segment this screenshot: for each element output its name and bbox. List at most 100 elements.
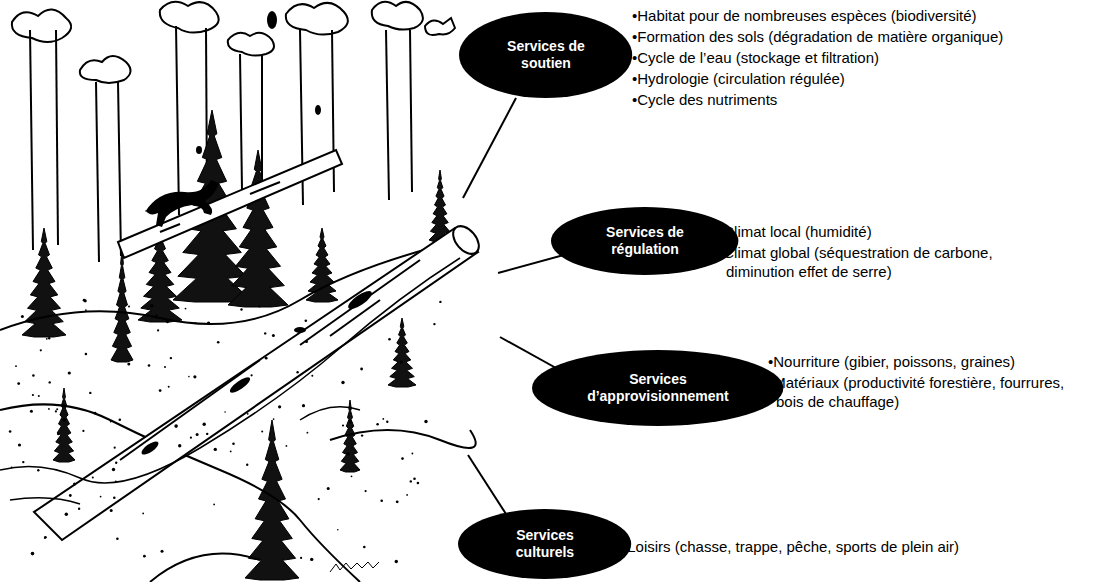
service-ellipse: Services de régulation bbox=[551, 207, 738, 275]
stipple-dot bbox=[78, 508, 80, 510]
stipple-dot bbox=[217, 341, 220, 344]
bullet-text: •Climat global (séquestration de carbone… bbox=[718, 243, 1048, 281]
stipple-dot bbox=[264, 332, 266, 334]
bullet-text: •Cycle des nutriments bbox=[632, 90, 1107, 109]
bullet-text: •Loisirs (chasse, trappe, pêche, sports … bbox=[622, 537, 1107, 556]
stipple-dot bbox=[56, 408, 58, 410]
tree-holes-part bbox=[315, 105, 321, 115]
stipple-dot bbox=[410, 480, 412, 482]
service-name: Services de soutien bbox=[491, 38, 601, 72]
stipple-dot bbox=[206, 433, 208, 435]
stipple-dot bbox=[127, 362, 130, 365]
tree-trunks-part bbox=[240, 54, 242, 190]
log-knots-part bbox=[346, 288, 375, 312]
leader-lines-part bbox=[463, 98, 516, 198]
canopy-part bbox=[372, 2, 423, 30]
stipple-dot bbox=[272, 334, 275, 337]
bullet-text: •Formation des sols (dégradation de mati… bbox=[632, 27, 1107, 46]
stipple-dot bbox=[232, 443, 235, 446]
stipple-dot bbox=[213, 504, 215, 506]
spruce-tree bbox=[429, 170, 451, 242]
stipple-dot bbox=[302, 404, 305, 407]
stipple-dot bbox=[159, 389, 162, 392]
stipple-dots bbox=[9, 299, 442, 563]
canopy-part bbox=[12, 9, 71, 42]
leader-lines bbox=[463, 98, 582, 514]
stipple-dot bbox=[424, 420, 427, 423]
artist-signature-part bbox=[330, 562, 379, 572]
stipple-dot bbox=[17, 382, 20, 385]
stipple-dot bbox=[148, 364, 151, 367]
stipple-dot bbox=[73, 483, 76, 486]
stipple-dot bbox=[110, 509, 113, 512]
stipple-dot bbox=[44, 536, 47, 539]
canopy-part bbox=[80, 56, 131, 83]
leaning-log-part bbox=[160, 224, 180, 232]
stipple-dot bbox=[382, 418, 384, 420]
stipple-dot bbox=[439, 301, 441, 303]
stipple-dot bbox=[258, 305, 260, 307]
stipple-dot bbox=[224, 411, 226, 413]
stipple-dot bbox=[401, 457, 404, 460]
stipple-dot bbox=[174, 424, 178, 428]
log-knots-part bbox=[140, 439, 161, 457]
marten bbox=[145, 180, 219, 227]
stipple-dot bbox=[11, 466, 13, 468]
stipple-dot bbox=[18, 443, 21, 446]
stipple-dot bbox=[44, 537, 46, 539]
stipple-dot bbox=[128, 306, 130, 308]
leaning-log-part bbox=[250, 182, 280, 194]
stipple-dot bbox=[143, 555, 146, 558]
leaning-log-part bbox=[118, 150, 342, 258]
stipple-dot bbox=[115, 480, 117, 482]
spruce-tree bbox=[111, 250, 133, 362]
marten-part bbox=[145, 180, 219, 227]
stipple-dot bbox=[363, 546, 366, 549]
stipple-dot bbox=[113, 497, 116, 500]
stipple-dot bbox=[190, 437, 192, 439]
canopy-part bbox=[228, 33, 274, 56]
service-name: Services culturels bbox=[490, 527, 600, 561]
tree-trunks-part bbox=[56, 30, 58, 245]
bullet-list: •Climat local (humidité) •Climat global (… bbox=[718, 222, 1048, 283]
stipple-dot bbox=[46, 338, 48, 340]
stipple-dot bbox=[433, 323, 435, 325]
stipple-dot bbox=[386, 421, 388, 423]
leaning-log bbox=[118, 150, 342, 258]
stipple-dot bbox=[92, 477, 94, 479]
stream bbox=[0, 258, 460, 504]
canopy bbox=[12, 2, 455, 83]
ellipse-fill bbox=[551, 207, 738, 275]
ellipse-text-wrap: Services de soutien bbox=[491, 38, 601, 72]
fallen-log-part bbox=[120, 360, 260, 460]
stipple-dot bbox=[40, 349, 42, 351]
stipple-dot bbox=[417, 482, 420, 485]
stipple-dot bbox=[406, 494, 408, 496]
service-name: Services d’approvisionnement bbox=[575, 371, 740, 405]
stipple-dot bbox=[395, 560, 398, 563]
bullet-list: •Nourriture (gibier, poissons, graines)•… bbox=[768, 352, 1080, 413]
service-ellipse: Services de soutien bbox=[459, 12, 632, 98]
stipple-dot bbox=[376, 423, 379, 426]
stipple-dot bbox=[349, 420, 352, 423]
ellipse-text-wrap: Services de régulation bbox=[585, 224, 705, 258]
stipple-dot bbox=[361, 434, 363, 436]
stipple-dot bbox=[32, 374, 35, 377]
stipple-dot bbox=[388, 338, 391, 341]
ground-part bbox=[150, 554, 260, 582]
stipple-dot bbox=[351, 475, 353, 477]
tree-trunks-part bbox=[30, 30, 33, 250]
stipple-dot bbox=[305, 340, 308, 343]
log-knots bbox=[140, 288, 375, 457]
stipple-dot bbox=[286, 445, 288, 447]
stipple-dot bbox=[196, 433, 199, 436]
stipple-dot bbox=[30, 410, 33, 413]
canopy-part bbox=[160, 2, 219, 33]
bullet-text: •Climat local (humidité) bbox=[718, 222, 1048, 241]
stipple-dot bbox=[188, 376, 190, 378]
spruce-tree bbox=[388, 318, 416, 387]
stipple-dot bbox=[116, 537, 119, 540]
service-name: Services de régulation bbox=[585, 224, 705, 258]
stipple-dot bbox=[365, 490, 367, 492]
stipple-dot bbox=[311, 375, 313, 377]
